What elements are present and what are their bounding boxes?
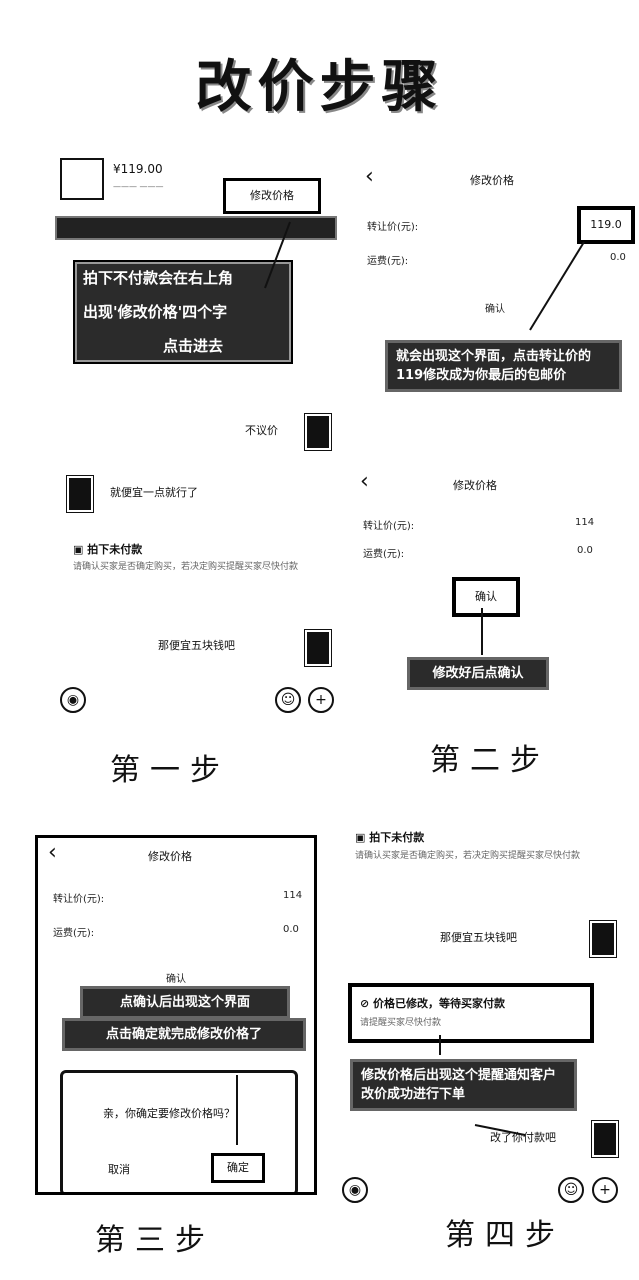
product-meta: ——— ——— — [113, 182, 164, 191]
add-icon[interactable]: + — [308, 687, 334, 713]
panel-step4: ▣ 拍下未付款 请确认买家是否确定购买，若决定购买提醒买家尽快付款 那便宜五块钱… — [340, 825, 635, 1205]
notice-title: ⊘ 价格已修改，等待买家付款 — [360, 997, 506, 1010]
shipping-label: 运费(元): — [367, 256, 409, 267]
transfer-label: 转让价(元): — [363, 521, 415, 532]
callout-step1-line2: 出现'修改价格'四个字 — [83, 303, 228, 321]
unpaid-desc: 请确认买家是否确定购买，若决定购买提醒买家尽快付款 — [73, 562, 299, 572]
blurred-banner — [55, 216, 337, 240]
notice-title-text: 价格已修改，等待买家付款 — [373, 997, 506, 1010]
add-icon[interactable]: + — [592, 1177, 618, 1203]
transfer-value[interactable]: 114 — [283, 890, 303, 901]
voice-icon[interactable]: ◉ — [342, 1177, 368, 1203]
chat-message-five: 那便宜五块钱吧 — [158, 639, 235, 652]
ok-button[interactable]: 确定 — [211, 1153, 265, 1183]
confirm-button[interactable]: 确认 — [452, 577, 520, 617]
emoji-icon[interactable]: ☺ — [275, 687, 301, 713]
user-avatar-right-2 — [304, 629, 332, 667]
transfer-label: 转让价(元): — [367, 222, 419, 233]
callout-step3-line2: 点击确定就完成修改价格了 — [62, 1018, 306, 1051]
shipping-value: 0.0 — [283, 924, 299, 935]
back-icon[interactable]: ‹ — [360, 469, 369, 494]
product-thumbnail — [60, 158, 104, 200]
user-avatar-right — [304, 413, 332, 451]
unpaid-desc: 请确认买家是否确定购买，若决定购买提醒买家尽快付款 — [355, 851, 581, 861]
chat-message-no-bargain: 不议价 — [245, 424, 278, 437]
panel-step1b: ‹ 修改价格 转让价(元): 119.0 运费(元): 0.0 确认 就会出现这… — [355, 160, 635, 440]
transfer-value[interactable]: 114 — [575, 517, 595, 528]
callout-step4: 修改价格后出现这个提醒通知客户改价成功进行下单 — [350, 1059, 577, 1111]
transfer-label: 转让价(元): — [53, 894, 105, 905]
dialog-text: 亲，你确定要修改价格吗？ — [103, 1107, 235, 1120]
callout-step1-line3: 点击进去 — [163, 337, 224, 355]
unpaid-title-text: 拍下未付款 — [369, 831, 425, 844]
edit-price-button[interactable]: 修改价格 — [223, 178, 321, 214]
header-title: 修改价格 — [148, 850, 192, 863]
panel-step2: ‹ 修改价格 转让价(元): 114 运费(元): 0.0 确认 修改好后点确认 — [355, 465, 635, 695]
callout-step1b: 就会出现这个界面，点击转让价的119修改成为你最后的包邮价 — [385, 340, 622, 392]
shipping-value: 0.0 — [610, 252, 626, 263]
callout-step1-line1: 拍下不付款会在右上角 — [83, 269, 234, 287]
panel-step3: ‹ 修改价格 转让价(元): 114 运费(元): 0.0 确认 点确认后出现这… — [35, 835, 317, 1195]
header-title: 修改价格 — [453, 479, 497, 492]
callout-step1: 拍下不付款会在右上角 出现'修改价格'四个字 点击进去 — [73, 260, 293, 364]
step4-label: 第四步 — [445, 1218, 565, 1253]
header-title: 修改价格 — [470, 174, 514, 187]
user-avatar-left — [66, 475, 94, 513]
user-avatar-right-2 — [591, 1120, 619, 1158]
shipping-value: 0.0 — [577, 545, 593, 556]
unpaid-title: ▣ 拍下未付款 — [73, 543, 143, 556]
shipping-label: 运费(元): — [53, 928, 95, 939]
unpaid-title: ▣ 拍下未付款 — [355, 831, 425, 844]
back-icon[interactable]: ‹ — [365, 164, 374, 189]
user-avatar-right — [589, 920, 617, 958]
page-title: 改价步骤 — [195, 55, 444, 120]
chat-message-cheaper: 就便宜一点就行了 — [110, 486, 198, 499]
step3-label: 第三步 — [95, 1223, 215, 1258]
notice-desc: 请提醒买家尽快付款 — [360, 1018, 442, 1028]
confirm-button[interactable]: 确认 — [485, 304, 505, 315]
cancel-button[interactable]: 取消 — [108, 1163, 130, 1176]
step1-label: 第一步 — [110, 753, 230, 788]
transfer-input[interactable]: 119.0 — [577, 206, 635, 244]
shipping-label: 运费(元): — [363, 549, 405, 560]
voice-icon[interactable]: ◉ — [60, 687, 86, 713]
callout-step3-line1: 点确认后出现这个界面 — [80, 986, 290, 1019]
confirm-label[interactable]: 确认 — [166, 974, 186, 985]
panel-step1: ¥119.00 ——— ——— 修改价格 拍下不付款会在右上角 出现'修改价格'… — [55, 150, 345, 730]
price-changed-notice: ⊘ 价格已修改，等待买家付款 请提醒买家尽快付款 — [348, 983, 594, 1043]
emoji-icon[interactable]: ☺ — [558, 1177, 584, 1203]
unpaid-title-text: 拍下未付款 — [87, 543, 143, 556]
confirm-dialog: 亲，你确定要修改价格吗？ 取消 确定 — [60, 1070, 298, 1192]
chat-message-five: 那便宜五块钱吧 — [440, 931, 517, 944]
chat-message-changed: 改了你付款吧 — [490, 1131, 556, 1144]
back-icon[interactable]: ‹ — [48, 840, 57, 865]
step2-label: 第二步 — [430, 743, 550, 778]
product-price: ¥119.00 — [113, 162, 163, 176]
callout-step2: 修改好后点确认 — [407, 657, 549, 690]
